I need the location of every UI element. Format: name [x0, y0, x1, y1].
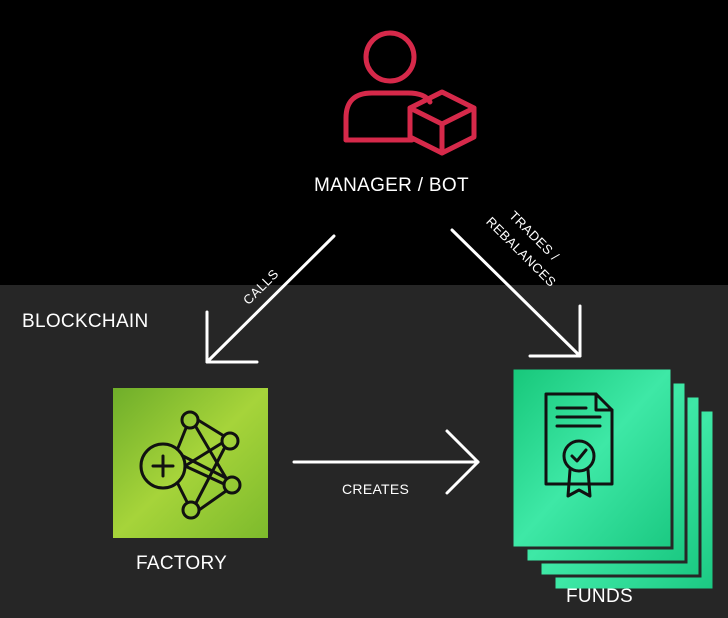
trades-arrow [450, 228, 582, 358]
calls-label: CALLS [240, 266, 282, 308]
funds-label: FUNDS [566, 586, 633, 607]
network-plus-icon [139, 410, 242, 520]
funds-stack [510, 366, 716, 592]
creates-arrow [292, 429, 480, 495]
creates-label: CREATES [342, 481, 410, 497]
manager-label: MANAGER / BOT [314, 175, 469, 196]
user-with-cube-icon [343, 30, 477, 156]
blockchain-zone-label: BLOCKCHAIN [22, 311, 149, 332]
certificate-document-icon [544, 392, 614, 498]
calls-arrow [205, 234, 336, 364]
factory-label: FACTORY [136, 553, 228, 574]
